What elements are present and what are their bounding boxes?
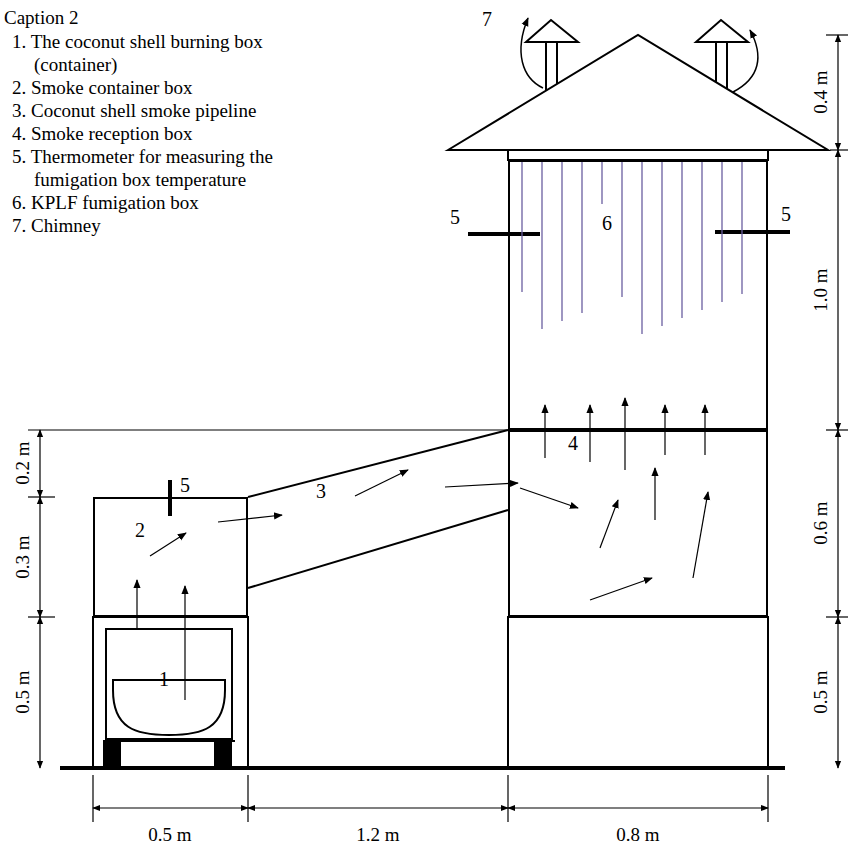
dimension-label: 0.6 m <box>809 499 832 546</box>
smoke-reception-box: 4 <box>508 430 768 617</box>
fumigation-box: 6 <box>508 160 768 430</box>
dimension-label: 0.4 m <box>809 68 832 115</box>
caption-item: 5. Thermometer for measuring the fumigat… <box>12 145 344 191</box>
smoke-flow-arrow <box>136 580 137 628</box>
smoke-container-box: 2 <box>93 497 248 617</box>
caption: Caption 2 <box>4 6 78 29</box>
dimension-label: 0.5 m <box>809 668 832 715</box>
callout-number: 2 <box>135 519 145 541</box>
dimension-label: 1.2 m <box>356 823 399 846</box>
burning-box: 1 <box>105 628 233 740</box>
caption-item: 2. Smoke container box <box>12 76 344 99</box>
dimension-label: 0.3 m <box>11 533 34 580</box>
caption-item: 3. Coconut shell smoke pipeline <box>12 99 344 122</box>
smoke-flow-arrow <box>218 515 282 522</box>
dimension-label: 0.5 m <box>11 668 34 715</box>
pipe-outline <box>248 430 508 588</box>
callout-number: 5 <box>781 203 791 226</box>
dimension-label: 0.8 m <box>616 823 659 846</box>
dimension-label: 1.0 m <box>809 266 832 313</box>
callout-number: 5 <box>450 206 460 229</box>
smoke-flow-arrow <box>624 398 625 470</box>
caption-item: 7. Chimney <box>12 214 344 237</box>
callout-number: 5 <box>180 474 190 497</box>
callout-number: 1 <box>159 668 169 690</box>
callout-number: 7 <box>482 8 492 31</box>
dimension-label: 0.5 m <box>148 823 191 846</box>
caption-item: 6. KPLF fumigation box <box>12 191 344 214</box>
callout-number: 6 <box>602 212 612 234</box>
caption-item: 4. Smoke reception box <box>12 122 344 145</box>
dimension-label: 0.2 m <box>11 439 34 486</box>
burner-outline <box>105 628 233 740</box>
callout-number: 4 <box>568 432 578 454</box>
caption-item: 1. The coconut shell burning box (contai… <box>12 30 344 76</box>
smoke-pipeline: 3 <box>248 430 508 588</box>
callout-number: 3 <box>316 480 326 502</box>
